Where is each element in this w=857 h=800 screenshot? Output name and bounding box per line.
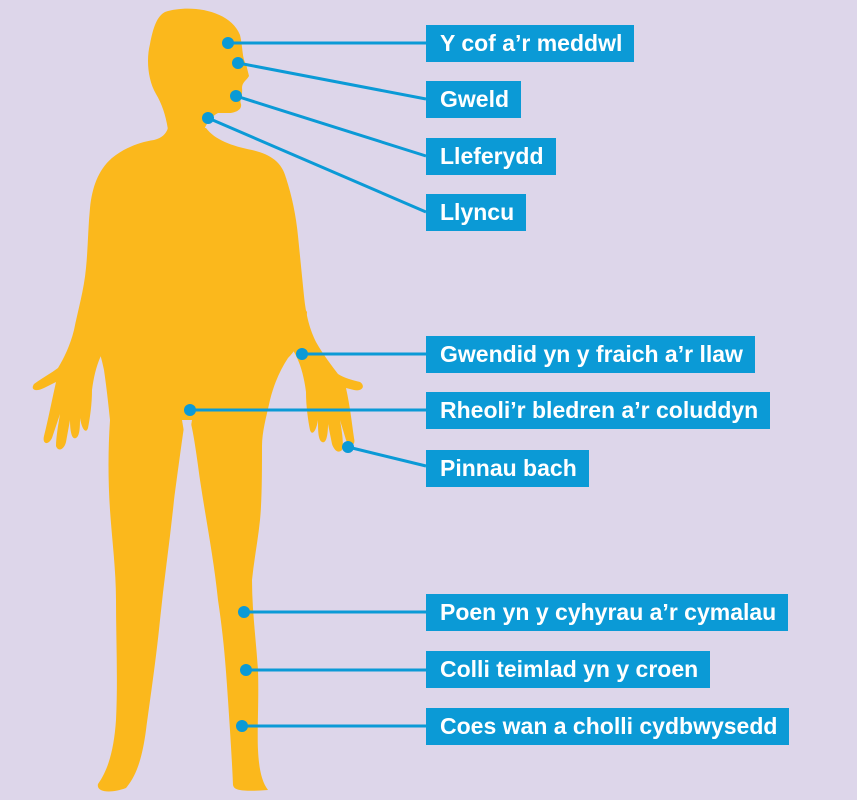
label-swallowing: Llyncu [426, 194, 526, 231]
dot-skin-numbness [240, 664, 252, 676]
head [148, 9, 249, 130]
dot-speech [230, 90, 242, 102]
dot-leg-weakness [236, 720, 248, 732]
dot-bladder [184, 404, 196, 416]
dot-memory [222, 37, 234, 49]
dot-muscle-pain [238, 606, 250, 618]
dot-tingling [342, 441, 354, 453]
label-memory: Y cof a’r meddwl [426, 25, 634, 62]
dot-arm-weakness [296, 348, 308, 360]
label-bladder: Rheoli’r bledren a’r coluddyn [426, 392, 770, 429]
dot-swallowing [202, 112, 214, 124]
left-arm [33, 158, 114, 449]
label-vision: Gweld [426, 81, 521, 118]
label-tingling: Pinnau bach [426, 450, 589, 487]
label-leg-weakness: Coes wan a cholli cydbwysedd [426, 708, 789, 745]
connector-tingling [348, 447, 426, 466]
label-speech: Lleferydd [426, 138, 556, 175]
torso-legs [89, 128, 307, 791]
label-arm-weakness: Gwendid yn y fraich a’r llaw [426, 336, 755, 373]
label-muscle-pain: Poen yn y cyhyrau a’r cymalau [426, 594, 788, 631]
dot-vision [232, 57, 244, 69]
connector-speech [236, 96, 426, 156]
label-skin-numbness: Colli teimlad yn y croen [426, 651, 710, 688]
connector-vision [238, 63, 426, 99]
body-silhouette [33, 9, 363, 792]
